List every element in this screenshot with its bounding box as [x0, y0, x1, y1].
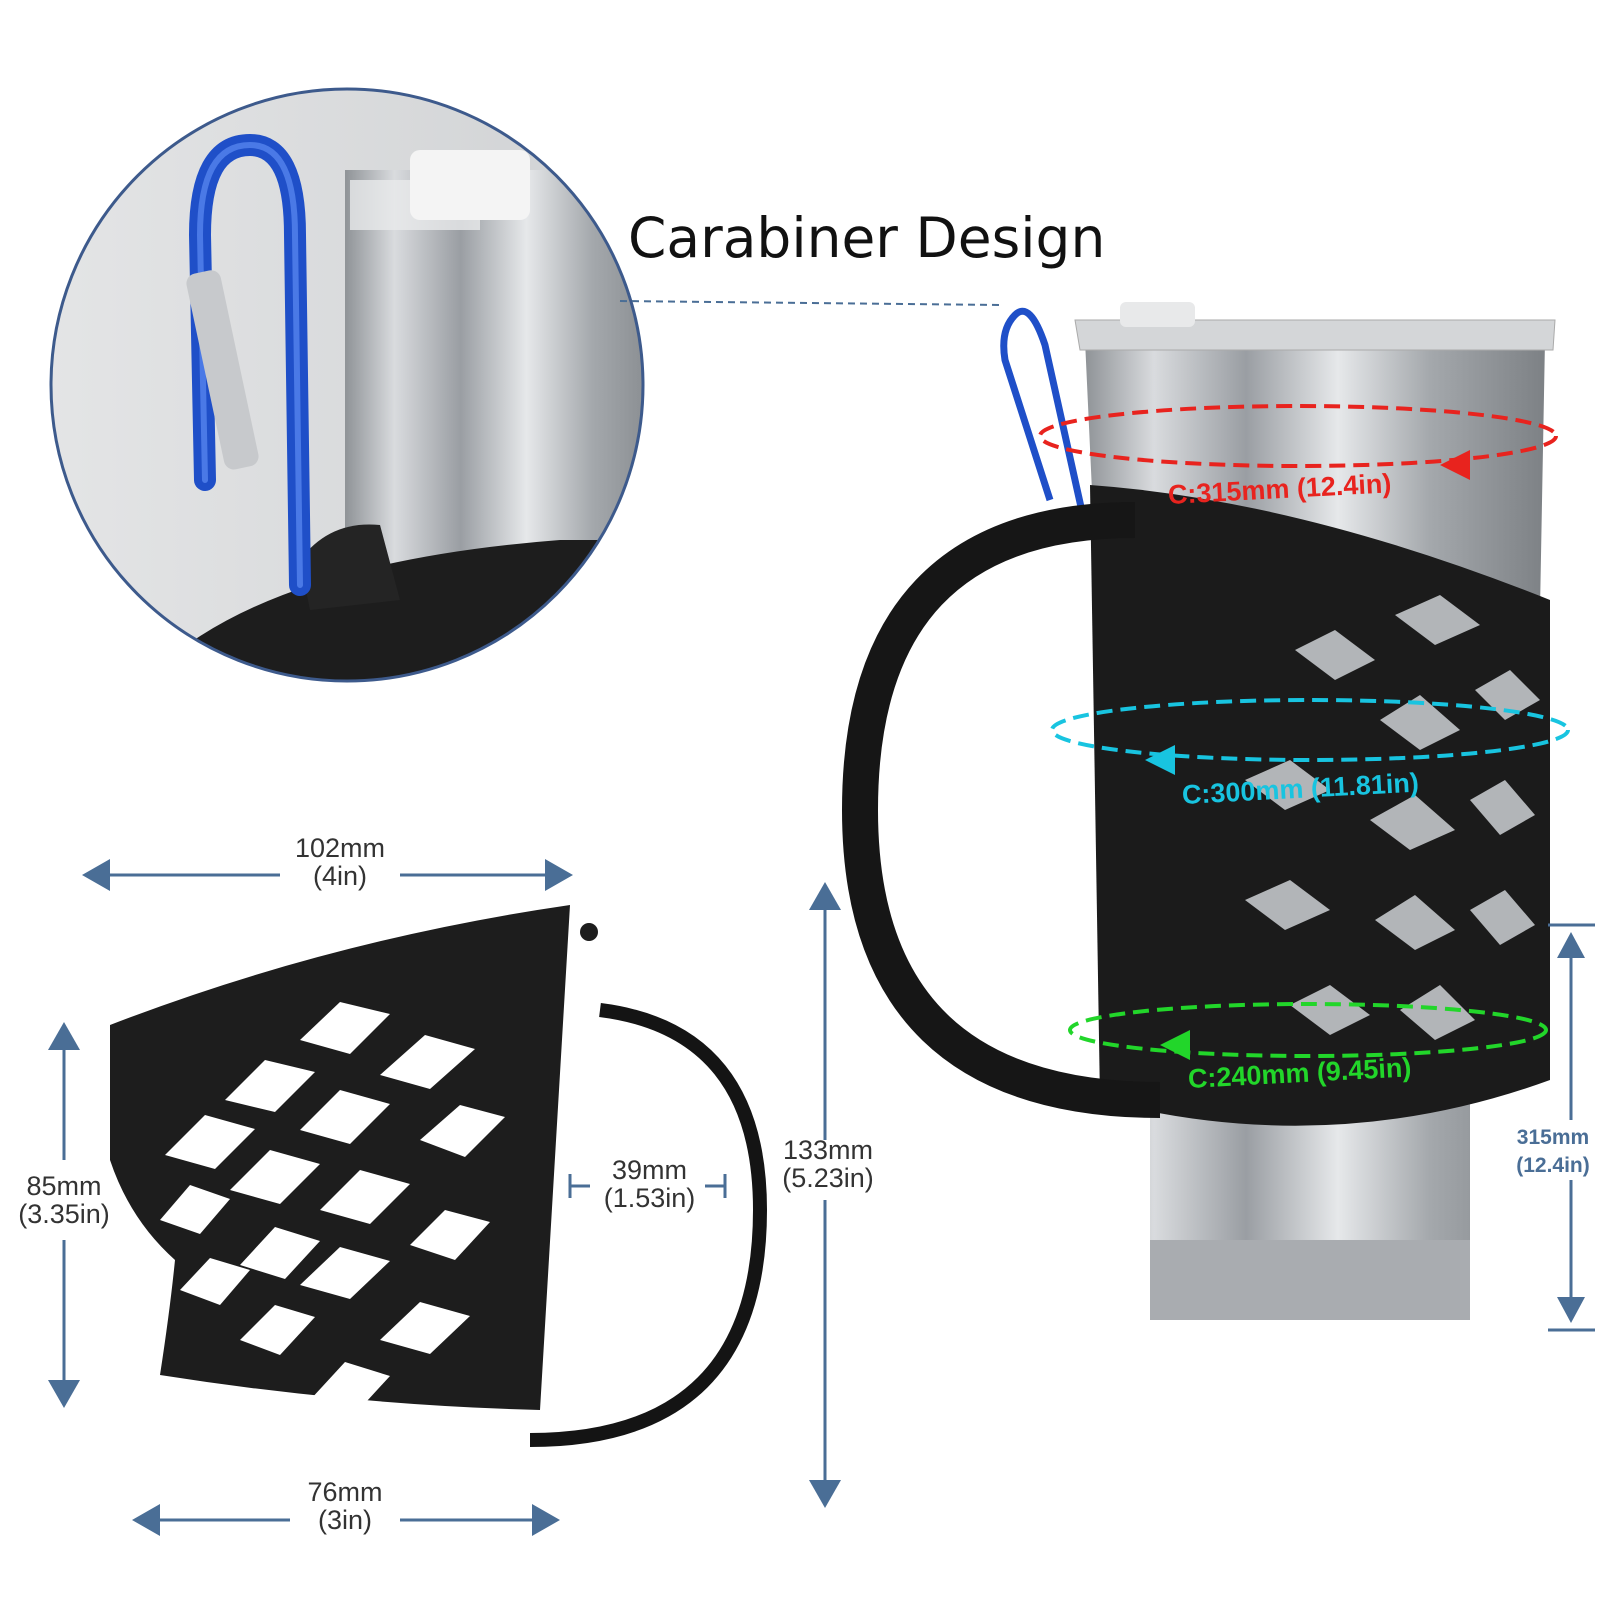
circumference-rings	[1038, 404, 1570, 1058]
dim-width-top: 102mm (4in)	[285, 834, 395, 890]
dim-height-in: (3.35in)	[18, 1199, 110, 1229]
carabiner-zoom-inset	[49, 87, 645, 683]
dim-cup-height-mm: 315mm	[1516, 1126, 1590, 1149]
dim-total-height-mm: 133mm	[782, 1135, 874, 1165]
circumference-arrowheads	[1145, 450, 1470, 1060]
dim-width-bottom-in: (3in)	[317, 1505, 372, 1535]
tumbler-with-sleeve	[841, 302, 1556, 1320]
dim-handle-in: (1.53in)	[603, 1183, 696, 1213]
dim-total-height: 133mm (5.23in)	[772, 1136, 884, 1192]
dim-handle-mm: 39mm	[611, 1155, 687, 1185]
dim-width-top-in: (4in)	[312, 861, 367, 891]
dim-cup-height: 315mm (12.4in)	[1508, 1124, 1598, 1180]
dim-handle: 39mm (1.53in)	[592, 1156, 707, 1212]
dim-total-height-in: (5.23in)	[782, 1163, 874, 1193]
dim-height: 85mm (3.35in)	[8, 1172, 120, 1228]
dim-height-mm: 85mm	[26, 1171, 102, 1201]
dim-cup-height-in: (12.4in)	[1516, 1154, 1590, 1177]
dim-width-bottom-mm: 76mm	[307, 1477, 383, 1507]
carabiner-leader-line	[619, 300, 1001, 306]
carabiner-design-title: Carabiner Design	[628, 206, 1106, 270]
flat-sleeve	[110, 905, 768, 1447]
dim-width-bottom: 76mm (3in)	[290, 1478, 400, 1534]
dimension-arrows	[48, 859, 1595, 1536]
dim-width-top-mm: 102mm	[294, 833, 386, 863]
